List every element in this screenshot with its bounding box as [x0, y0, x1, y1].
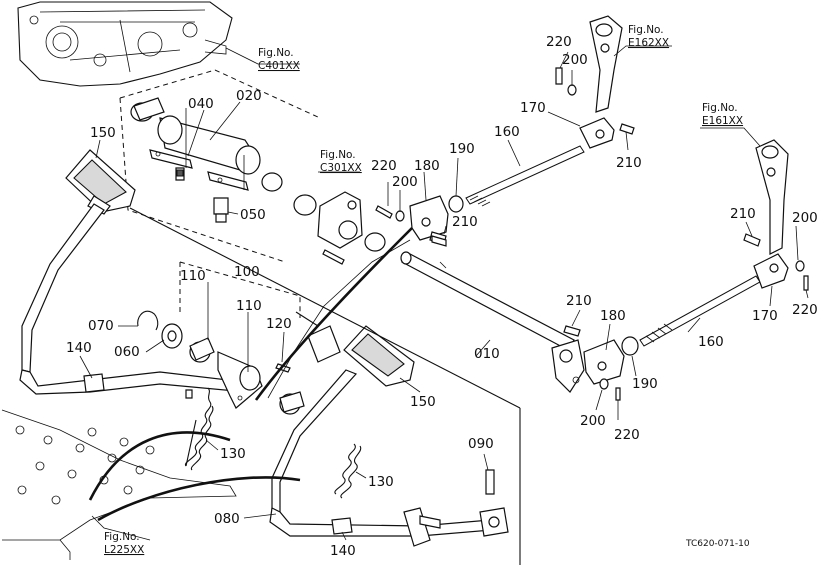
callout-200-top[interactable]: 200 — [562, 52, 588, 68]
lever-e162 — [555, 15, 623, 113]
callout-130-left[interactable]: 130 — [220, 446, 246, 462]
brake-pedal-left — [19, 149, 247, 395]
callout-200-lower[interactable]: 200 — [580, 413, 606, 429]
fig-ref-e161[interactable]: Fig.No. E161XX — [700, 102, 761, 147]
leader-lines — [79, 51, 809, 541]
drawing-code: TC620-071-10 — [685, 539, 750, 549]
callout-010[interactable]: 010 — [474, 346, 500, 362]
return-spring-right — [334, 443, 362, 499]
callout-120[interactable]: 120 — [266, 316, 292, 332]
callout-110-left[interactable]: 110 — [180, 268, 206, 284]
callout-150-right[interactable]: 150 — [410, 394, 436, 410]
callout-210-right[interactable]: 210 — [730, 206, 756, 222]
callout-140-bottom[interactable]: 140 — [330, 543, 356, 559]
fig-ref-e161-label: Fig.No. — [702, 102, 738, 114]
fig-ref-c301[interactable]: Fig.No. C301XX — [318, 149, 362, 174]
callout-130-right[interactable]: 130 — [368, 474, 394, 490]
callout-180-lower[interactable]: 180 — [600, 308, 626, 324]
callout-110-right[interactable]: 110 — [236, 298, 262, 314]
callout-210-mid[interactable]: 210 — [452, 214, 478, 230]
callout-220-upper[interactable]: 220 — [371, 158, 397, 174]
rod-assembly-lower — [563, 233, 809, 401]
fig-ref-l225-label: Fig.No. — [104, 531, 140, 543]
callout-050[interactable]: 050 — [240, 207, 266, 223]
fig-ref-c401[interactable]: Fig.No. C401XX — [225, 47, 300, 72]
callout-180-upper[interactable]: 180 — [414, 158, 440, 174]
callout-160-lower[interactable]: 160 — [698, 334, 724, 350]
fig-ref-l225[interactable]: Fig.No. L225XX — [91, 515, 151, 556]
return-spring-left — [184, 387, 214, 471]
callout-labels: 040 020 150 050 220 200 180 190 210 160 … — [66, 34, 818, 559]
fig-ref-e162-code: E162XX — [628, 37, 669, 49]
callout-070[interactable]: 070 — [88, 318, 114, 334]
fig-ref-e162-label: Fig.No. — [628, 24, 664, 36]
fig-ref-l225-code: L225XX — [104, 544, 144, 556]
rod-assembly-upper — [375, 117, 635, 247]
callout-210-top[interactable]: 210 — [616, 155, 642, 171]
callout-200-right[interactable]: 200 — [792, 210, 818, 226]
fig-ref-c301-label: Fig.No. — [320, 149, 356, 161]
callout-190-lower[interactable]: 190 — [632, 376, 658, 392]
callout-150-left[interactable]: 150 — [90, 125, 116, 141]
callout-220-top[interactable]: 220 — [546, 34, 572, 50]
floor-plate — [1, 409, 237, 560]
callout-220-right[interactable]: 220 — [792, 302, 818, 318]
pedal-shaft-group-100 — [137, 261, 305, 415]
lever-e161 — [755, 139, 789, 255]
cross-shaft-010 — [400, 251, 585, 393]
fig-ref-e161-code: E161XX — [702, 115, 743, 127]
fig-ref-e162[interactable]: Fig.No. E162XX — [613, 24, 672, 57]
brake-pedal-right — [269, 325, 509, 547]
callout-170-lower[interactable]: 170 — [752, 308, 778, 324]
callout-220-lower[interactable]: 220 — [614, 427, 640, 443]
callout-020[interactable]: 020 — [236, 88, 262, 104]
gear-case-housing — [17, 1, 233, 87]
callout-210-lower[interactable]: 210 — [566, 293, 592, 309]
callout-090[interactable]: 090 — [468, 436, 494, 452]
fig-ref-c401-code: C401XX — [258, 60, 300, 72]
callout-170-upper[interactable]: 170 — [520, 100, 546, 116]
fig-ref-c301-code: C301XX — [320, 162, 362, 174]
bracket-group-020 — [119, 69, 386, 265]
assembly-frame-lines — [129, 207, 521, 565]
callout-100[interactable]: 100 — [234, 264, 260, 280]
callout-160-upper[interactable]: 160 — [494, 124, 520, 140]
callout-190-upper[interactable]: 190 — [449, 141, 475, 157]
callout-140-left[interactable]: 140 — [66, 340, 92, 356]
callout-060[interactable]: 060 — [114, 344, 140, 360]
fig-ref-c401-label: Fig.No. — [258, 47, 294, 59]
callout-040[interactable]: 040 — [188, 96, 214, 112]
callout-200-upper[interactable]: 200 — [392, 174, 418, 190]
callout-080[interactable]: 080 — [214, 511, 240, 527]
